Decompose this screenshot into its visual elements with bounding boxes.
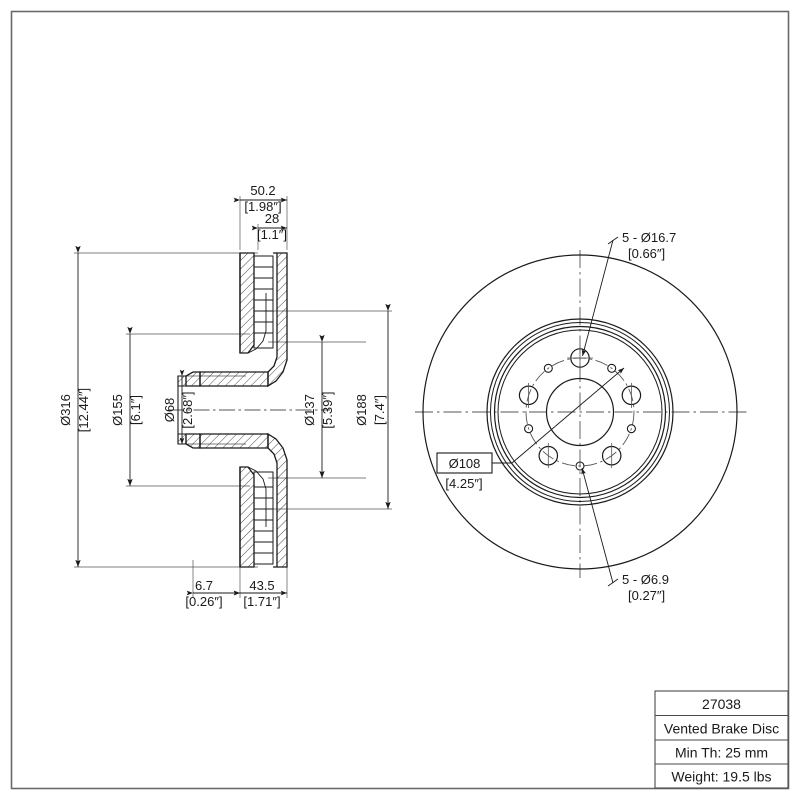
- dimension-plate-id: Ø188 [7.4″]: [354, 303, 391, 509]
- dim-hat-th-inch: [0.26″]: [185, 594, 222, 609]
- dim-hat-od-inch: [6.1″]: [128, 395, 143, 425]
- plate-id-circle-inner: [490, 322, 670, 502]
- title-block-part-number: 27038: [702, 696, 741, 712]
- dim-plate-mm: Ø188: [354, 394, 369, 426]
- dimension-hat-od: Ø155 [6.1″]: [110, 326, 143, 486]
- small-holes: [524, 363, 636, 471]
- dim-plate-inch: [7.4″]: [372, 395, 387, 425]
- dim-bore-mm: Ø68: [162, 398, 177, 423]
- dim-bore-inch: [2.68″]: [180, 391, 195, 428]
- front-view: Ø108 [4.25″] 5 - Ø16.7 [0.66″] 5 - Ø6.9 …: [415, 230, 748, 603]
- small-hole: [575, 461, 585, 471]
- dimension-overall-width: 50.2 [1.98″]: [233, 183, 287, 214]
- callout-lug-mm: 5 - Ø16.7: [622, 230, 676, 245]
- dim-od-inch: [12.44″]: [76, 388, 91, 432]
- sheet-border: [10, 10, 790, 790]
- plate-id-circle: [486, 318, 674, 506]
- callout-small-inch: [0.27″]: [628, 588, 665, 603]
- small-hole: [543, 363, 553, 373]
- center-bore-circle: [545, 377, 615, 447]
- callout-small-holes: 5 - Ø6.9 [0.27″]: [581, 467, 669, 603]
- hole-center-marks: [528, 345, 632, 468]
- dim-hat-th-mm: 6.7: [195, 578, 213, 593]
- hat-od-circle-inner: [497, 329, 663, 495]
- dim-thickness-inch: [1.1″]: [257, 227, 287, 242]
- title-block-min-thickness: Min Th: 25 mm: [675, 745, 768, 761]
- dimension-offset: 43.5 [1.71″]: [233, 578, 287, 609]
- callout-lug-holes: 5 - Ø16.7 [0.66″]: [581, 230, 676, 357]
- dimension-disc-thickness: 28 [1.1″]: [251, 211, 287, 242]
- section-view: Ø316 [12.44″] Ø155 [6.1″] Ø68 [2.68″] Ø1…: [58, 183, 392, 609]
- dim-vent-mm: Ø137: [302, 394, 317, 426]
- small-hole: [626, 424, 636, 434]
- dim-width-inch: [1.98″]: [244, 199, 281, 214]
- dim-od-mm: Ø316: [58, 394, 73, 426]
- small-hole: [607, 363, 617, 373]
- callout-lug-inch: [0.66″]: [628, 246, 665, 261]
- title-block: 27038 Vented Brake Disc Min Th: 25 mm We…: [654, 690, 789, 789]
- boxed-dim-inch: [4.25″]: [445, 476, 482, 491]
- dimension-od: Ø316 [12.44″]: [58, 245, 91, 567]
- title-block-description: Vented Brake Disc: [664, 721, 779, 737]
- boxed-dim-mm: Ø108: [449, 456, 481, 471]
- rotor-outer-circle: [422, 254, 738, 570]
- title-block-weight: Weight: 19.5 lbs: [671, 769, 771, 785]
- dimension-vent-id: Ø137 [5.39″]: [302, 334, 335, 478]
- dim-width-mm: 50.2: [250, 183, 275, 198]
- dim-offset-mm: 43.5: [249, 578, 274, 593]
- vent-ribs: [254, 266, 273, 334]
- dim-thickness-mm: 28: [265, 211, 279, 226]
- dim-offset-inch: [1.71″]: [243, 594, 280, 609]
- boxed-dimension-bolt-circle: Ø108 [4.25″]: [436, 367, 625, 491]
- callout-small-mm: 5 - Ø6.9: [622, 572, 669, 587]
- dim-hat-od-mm: Ø155: [110, 394, 125, 426]
- dim-vent-inch: [5.39″]: [320, 391, 335, 428]
- small-hole: [524, 424, 534, 434]
- dimension-hat-thickness: 6.7 [0.26″]: [185, 578, 240, 609]
- hat-od-circle: [493, 325, 667, 499]
- dimension-center-bore: Ø68 [2.68″]: [162, 369, 195, 444]
